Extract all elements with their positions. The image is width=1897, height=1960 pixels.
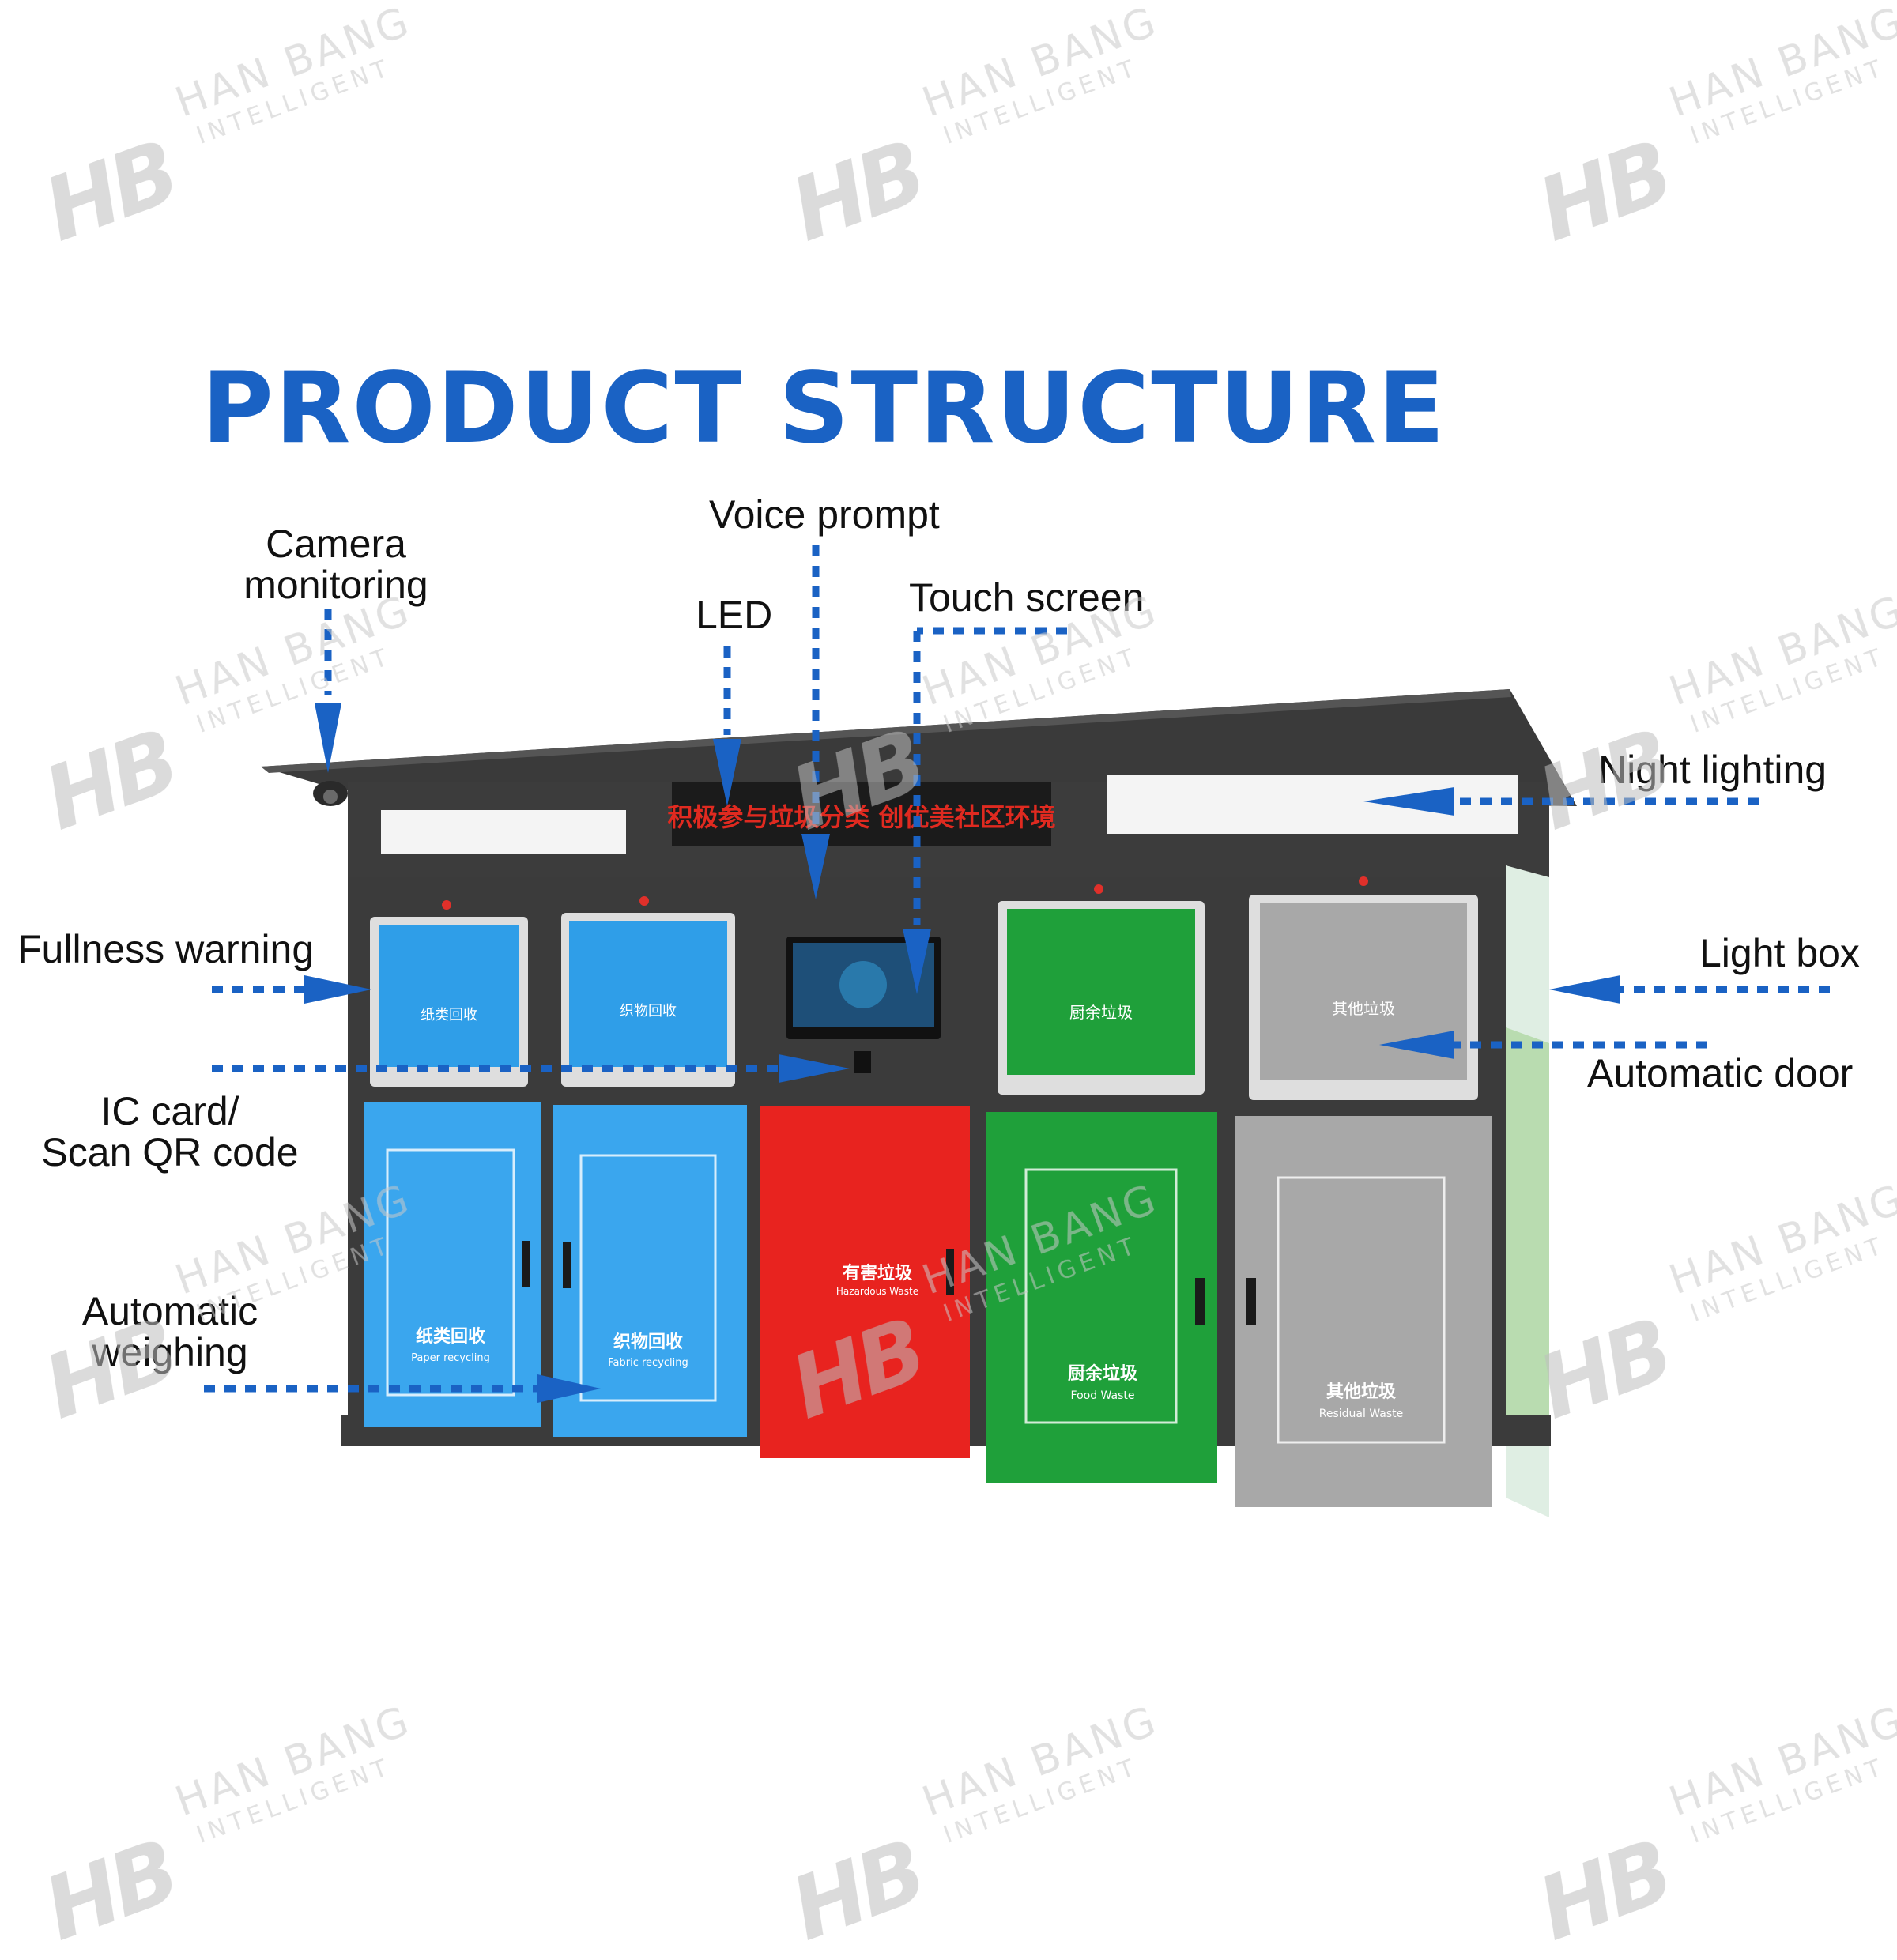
page-title: PRODUCT STRUCTURE <box>202 352 1446 466</box>
svg-text:纸类回收: 纸类回收 <box>421 1007 477 1023</box>
lower-door-5 <box>1235 1116 1492 1507</box>
upper-door-5: 其他垃圾 <box>1249 895 1478 1100</box>
upper-door-4: 厨余垃圾 <box>998 901 1205 1095</box>
svg-text:纸类回收: 纸类回收 <box>416 1326 485 1347</box>
svg-text:织物回收: 织物回收 <box>613 1332 683 1352</box>
svg-text:Fabric recycling: Fabric recycling <box>608 1357 688 1369</box>
svg-text:Food Waste: Food Waste <box>1071 1389 1135 1402</box>
label-night-lighting: Night lighting <box>1598 748 1827 792</box>
svg-text:Paper recycling: Paper recycling <box>411 1352 490 1364</box>
upper-door-1: 纸类回收 <box>370 917 528 1087</box>
lower-door-1 <box>364 1102 541 1427</box>
label-voice-prompt: Voice prompt <box>709 492 940 537</box>
upper-door-2: 织物回收 <box>561 913 735 1087</box>
product-illustration: 积极参与垃圾分类 创优美社区环境 纸类回收 织物回收 厨余垃圾 其他垃圾 <box>204 545 1830 1517</box>
label-automatic-door: Automatic door <box>1587 1051 1854 1095</box>
svg-text:厨余垃圾: 厨余垃圾 <box>1069 1003 1133 1022</box>
lower-door-3 <box>760 1106 970 1458</box>
label-touch-screen: Touch screen <box>909 575 1145 620</box>
svg-text:厨余垃圾: 厨余垃圾 <box>1068 1363 1138 1384</box>
callout-touch <box>913 627 1067 925</box>
svg-text:Hazardous Waste: Hazardous Waste <box>836 1286 918 1297</box>
svg-text:有害垃圾: 有害垃圾 <box>843 1263 913 1283</box>
svg-text:织物回收: 织物回收 <box>620 1003 677 1020</box>
label-ic-card: IC card/ Scan QR code <box>41 1089 299 1174</box>
svg-text:Residual Waste: Residual Waste <box>1319 1408 1404 1420</box>
label-light-box: Light box <box>1699 931 1860 975</box>
label-led: LED <box>696 593 773 637</box>
night-light-right <box>1107 775 1518 834</box>
svg-text:其他垃圾: 其他垃圾 <box>1332 999 1395 1018</box>
fullness-light <box>442 900 451 910</box>
door-handle <box>522 1241 530 1287</box>
camera-icon <box>313 781 348 806</box>
night-light-left <box>381 810 626 854</box>
qr-scanner <box>854 1051 871 1073</box>
led-text: 积极参与垃圾分类 创优美社区环境 <box>667 802 1055 832</box>
led-panel <box>672 782 1051 846</box>
label-fullness-warning: Fullness warning <box>17 927 315 971</box>
label-camera-monitoring: Camera monitoring <box>243 522 428 607</box>
svg-text:其他垃圾: 其他垃圾 <box>1326 1381 1397 1402</box>
label-automatic-weighing: Automatic weighing <box>81 1289 258 1374</box>
